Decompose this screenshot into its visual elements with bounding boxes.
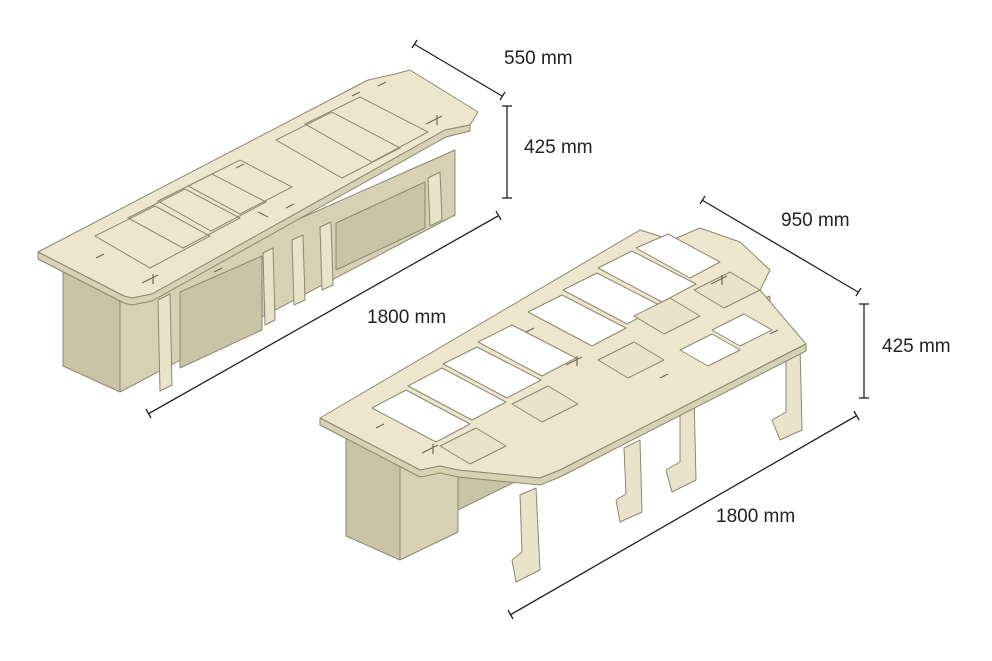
extended-joint-plate: [633, 297, 701, 335]
compact-depth-label: 550 mm: [504, 48, 573, 69]
extended-slat-opening: [635, 233, 721, 279]
extended-slat-opening: [711, 313, 773, 347]
compact-top-slot: [93, 205, 212, 269]
extended-leg: [511, 487, 541, 583]
compact-top-edge: [37, 124, 471, 306]
extended-depth-label: 950 mm: [781, 210, 850, 231]
extended-depth-tick: [855, 287, 862, 297]
compact-length-label: 1800 mm: [367, 307, 446, 328]
extended-slat-opening: [679, 333, 741, 367]
extended-length-line: [509, 415, 857, 616]
extended-joint-plate: [597, 341, 665, 379]
compact-plus-mark: [141, 274, 159, 284]
extended-bed: [319, 227, 807, 583]
extended-plus-mark: [565, 356, 583, 366]
extended-top-edge: [319, 343, 807, 486]
extended-joint-plate: [693, 271, 761, 309]
extended-slat-opening: [371, 389, 471, 443]
compact-recess-panel: [335, 181, 426, 271]
extended-length-tick: [853, 410, 860, 421]
compact-dimensions: 550 mm 425 mm 1800 mm: [145, 39, 593, 419]
compact-top-slot: [186, 159, 294, 215]
compact-front-leg: [427, 171, 443, 227]
extended-depth-line: [701, 199, 859, 293]
compact-bench: [37, 69, 479, 393]
extended-small-slot: [375, 327, 779, 429]
compact-top-slot: [303, 96, 430, 163]
compact-depth-tick: [411, 39, 418, 49]
extended-length-tick: [507, 609, 514, 620]
compact-top-slot: [274, 111, 402, 179]
compact-length-line: [147, 215, 499, 415]
extended-slat-opening: [597, 250, 697, 303]
compact-height-label: 425 mm: [524, 137, 593, 158]
compact-small-slot: [95, 81, 387, 273]
compact-front-leg: [262, 247, 276, 326]
compact-depth-tick: [499, 91, 506, 101]
extended-length-label: 1800 mm: [716, 506, 795, 527]
extended-plus-mark: [421, 444, 439, 454]
compact-front-leg: [291, 234, 306, 306]
extended-joint-plate: [439, 427, 507, 465]
extended-plus-mark: [710, 275, 728, 285]
compact-length-tick: [495, 210, 502, 221]
extended-depth-tick: [699, 195, 706, 205]
extended-slat-opening: [442, 346, 542, 399]
extended-leg: [615, 439, 643, 523]
extended-dimensions: 950 mm 425 mm 1800 mm: [507, 195, 951, 620]
extended-height-label: 425 mm: [882, 336, 951, 357]
compact-recess-panel: [179, 255, 263, 369]
compact-depth-line: [413, 43, 503, 97]
compact-length-tick: [145, 408, 152, 419]
compact-front-leg: [319, 221, 334, 291]
extended-slat-opening: [407, 367, 507, 421]
extended-slat-opening: [527, 294, 627, 347]
compact-front-leg: [157, 293, 173, 392]
extended-joint-plate: [511, 385, 579, 423]
compact-plus-mark: [425, 115, 443, 125]
extended-slat-opening: [477, 324, 577, 377]
compact-top-slot: [126, 188, 242, 249]
